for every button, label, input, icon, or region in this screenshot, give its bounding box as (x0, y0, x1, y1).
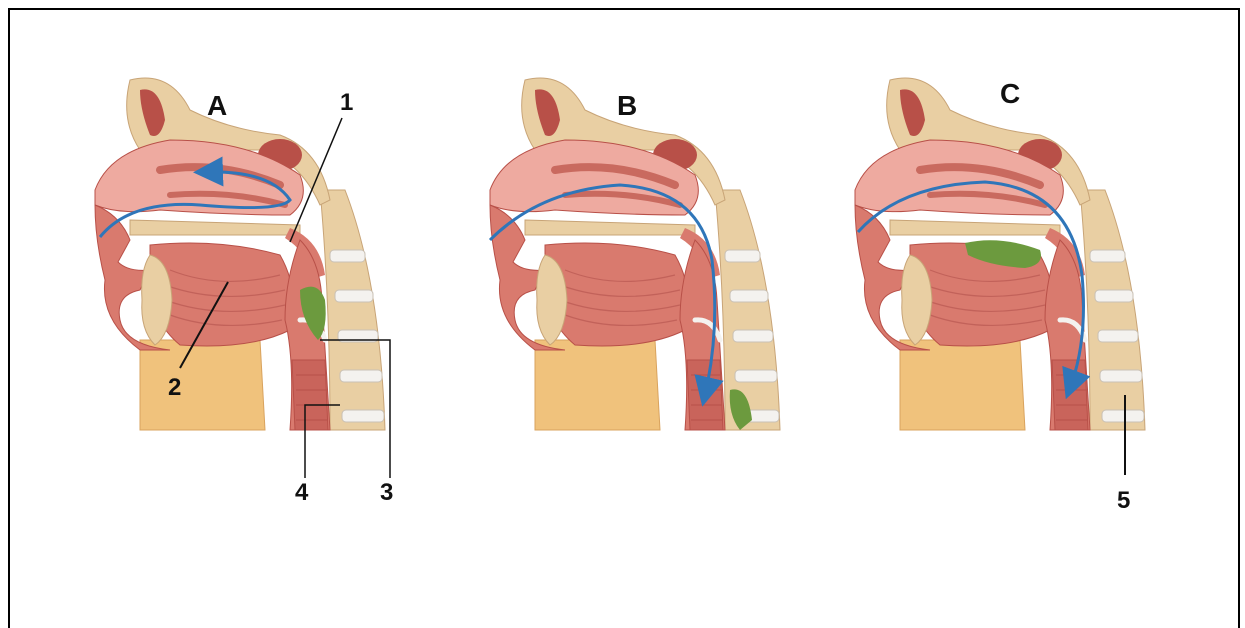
panel-letter-c: C (1000, 78, 1020, 109)
callout-4: 4 (295, 479, 309, 506)
panel-b: B (490, 78, 780, 430)
panel-c: C 5 (855, 78, 1145, 514)
callout-3: 3 (380, 479, 393, 506)
callout-5: 5 (1117, 487, 1130, 514)
panel-a: A 1 2 3 4 (95, 78, 393, 506)
callout-2: 2 (168, 374, 181, 401)
panel-letter-a: A (207, 90, 227, 121)
callout-1: 1 (340, 89, 353, 116)
panel-letter-b: B (617, 90, 637, 121)
